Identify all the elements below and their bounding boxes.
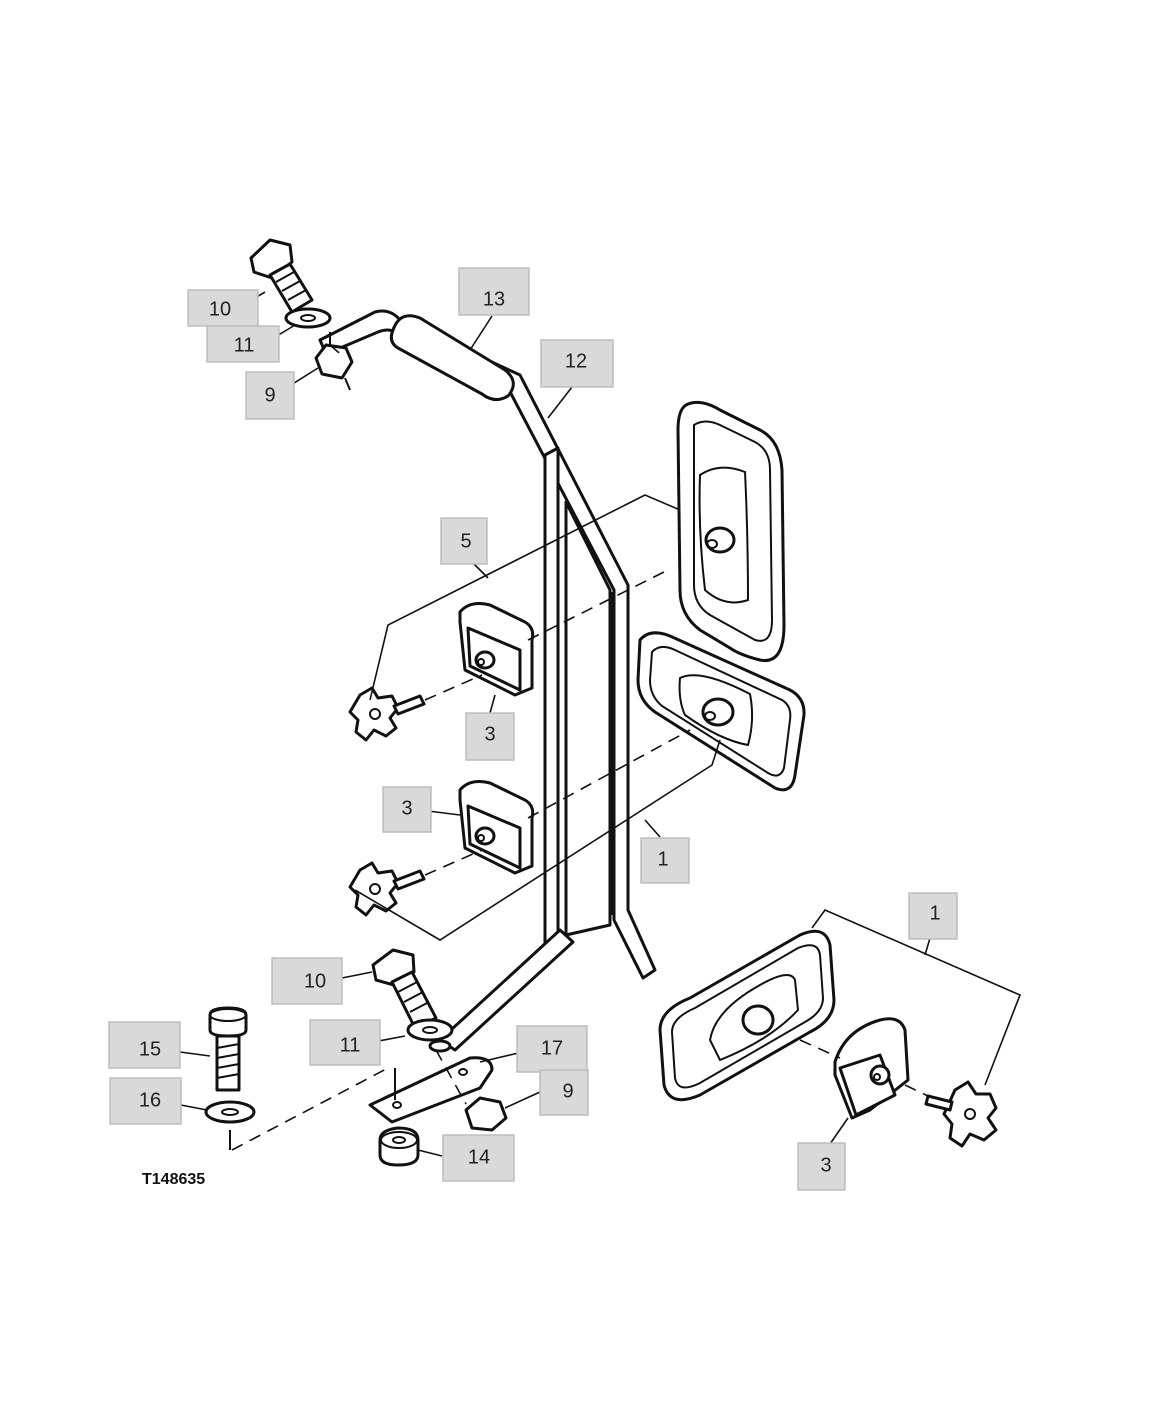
callout-label: 11	[340, 1034, 361, 1056]
callout-1-right: 1	[908, 892, 958, 940]
callout-label: 9	[562, 1080, 573, 1102]
upper-clamp	[458, 602, 535, 697]
callout-label: 17	[541, 1037, 563, 1059]
assembly-lines	[231, 344, 929, 1151]
figure-id: T148635	[142, 1171, 205, 1188]
callout-3-upper: 3	[465, 712, 515, 761]
lock-nut	[378, 1126, 420, 1167]
group-brackets	[354, 494, 1022, 1086]
callout-16: 16	[109, 1077, 182, 1125]
callout-11-top: 11	[206, 325, 280, 363]
mirror-bracket-tube	[318, 309, 657, 1052]
right-mirror	[658, 929, 836, 1102]
callout-label: 1	[929, 902, 940, 924]
upper-mirror	[676, 400, 786, 663]
callout-12: 12	[540, 339, 614, 388]
callout-3-right: 3	[797, 1142, 846, 1191]
callout-label: 10	[209, 298, 231, 320]
callout-10-bottom: 10	[271, 957, 343, 1005]
callout-5: 5	[440, 517, 488, 565]
callout-17: 17	[516, 1025, 588, 1073]
tube-grip	[389, 314, 515, 401]
middle-knob	[348, 861, 426, 917]
callout-label: 1	[657, 848, 668, 870]
bottom-nut	[464, 1096, 508, 1132]
callout-label: 10	[304, 970, 326, 992]
callout-9-bottom: 9	[539, 1069, 589, 1116]
mounting-plate	[368, 1056, 494, 1124]
callout-label: 11	[234, 334, 255, 356]
bottom-bolt	[371, 948, 438, 1030]
callout-1-middle: 1	[640, 837, 690, 884]
callout-label: 3	[401, 797, 412, 819]
bottom-washer	[406, 1018, 454, 1053]
callout-label: 12	[565, 350, 587, 372]
callout-11-bottom: 11	[309, 1019, 381, 1066]
callout-9-top: 9	[245, 371, 295, 420]
callout-15: 15	[108, 1021, 181, 1069]
callout-3-middle: 3	[382, 786, 432, 833]
callout-13: 13	[458, 267, 530, 316]
middle-mirror	[636, 631, 806, 792]
callout-label: 5	[460, 530, 471, 552]
right-knob	[924, 1080, 998, 1148]
callout-label: 9	[264, 384, 275, 406]
callout-label: 13	[483, 288, 505, 310]
top-bolt	[249, 238, 314, 314]
callout-label: 14	[468, 1146, 490, 1168]
top-washer	[284, 307, 332, 329]
upper-knob	[348, 686, 426, 742]
callout-label: 16	[139, 1089, 161, 1111]
hex-bolt	[208, 1006, 248, 1092]
callout-label: 15	[139, 1038, 161, 1060]
right-clamp	[833, 1017, 910, 1120]
callout-14: 14	[442, 1134, 515, 1182]
top-nut	[314, 332, 354, 391]
flat-washer	[204, 1100, 256, 1150]
middle-clamp	[458, 780, 535, 875]
callout-10-top: 10	[187, 289, 259, 327]
callout-label: 3	[820, 1154, 831, 1176]
callout-label: 3	[484, 723, 495, 745]
